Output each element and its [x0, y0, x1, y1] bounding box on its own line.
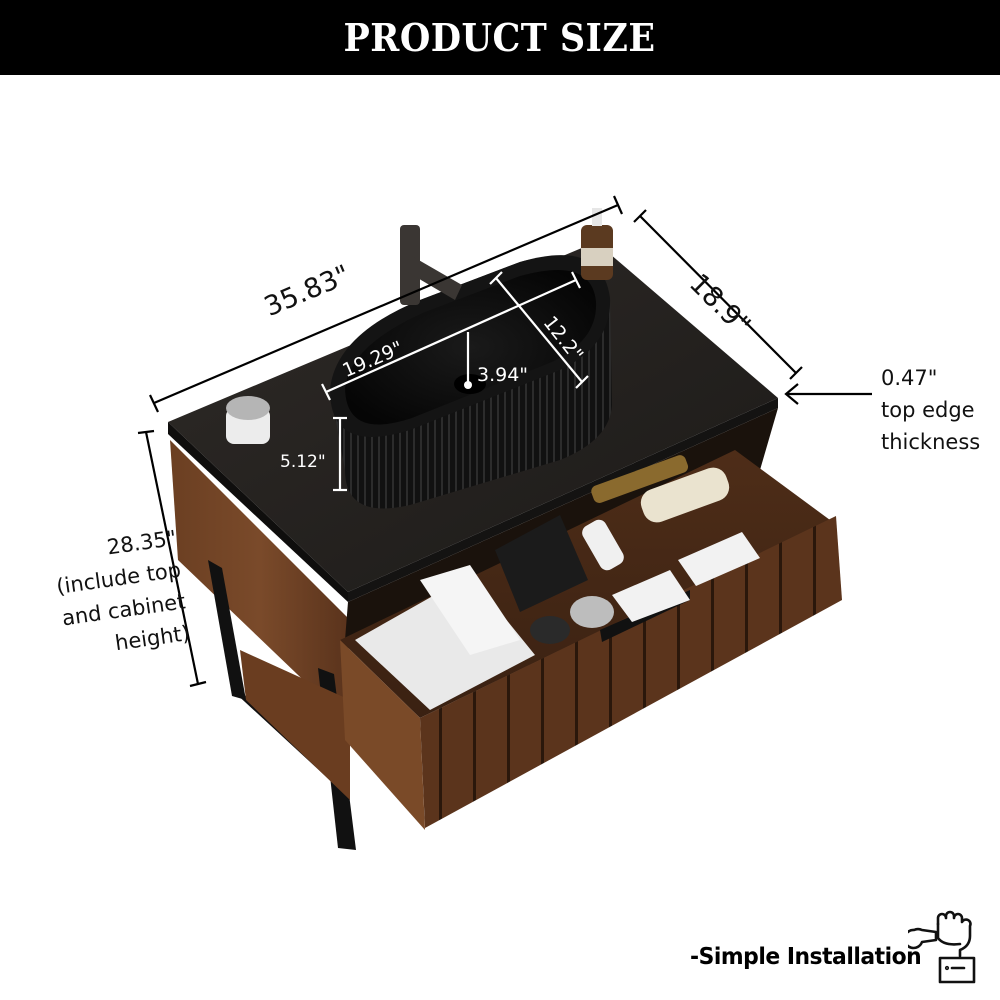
top-thickness-value: 0.47"	[881, 366, 938, 390]
dimension-lines	[137, 195, 872, 688]
faucet	[400, 225, 462, 305]
vessel-sink	[330, 255, 612, 509]
simple-installation-label: -Simple Installation	[690, 944, 922, 970]
lower-shelf	[240, 650, 350, 800]
top-thickness-line1: top edge	[881, 398, 975, 422]
cabinet-side-panel	[170, 440, 350, 720]
total-height-note: 28.35" (include top and cabinet height)	[16, 522, 192, 671]
top-thickness-line2: thickness	[881, 430, 981, 454]
header-bar: PRODUCT SIZE	[0, 0, 1000, 75]
sink-dimension-lines	[321, 271, 589, 492]
wrench-fist-icon	[908, 910, 976, 984]
soap-bottle	[581, 208, 613, 280]
drawer	[340, 450, 842, 830]
countertop-jar	[226, 396, 270, 444]
top-thickness-note: 0.47" top edge thickness	[881, 362, 980, 458]
drain-offset-label: 3.94"	[477, 364, 529, 386]
page-title: PRODUCT SIZE	[344, 15, 656, 60]
sink-height-label: 5.12"	[280, 452, 326, 472]
